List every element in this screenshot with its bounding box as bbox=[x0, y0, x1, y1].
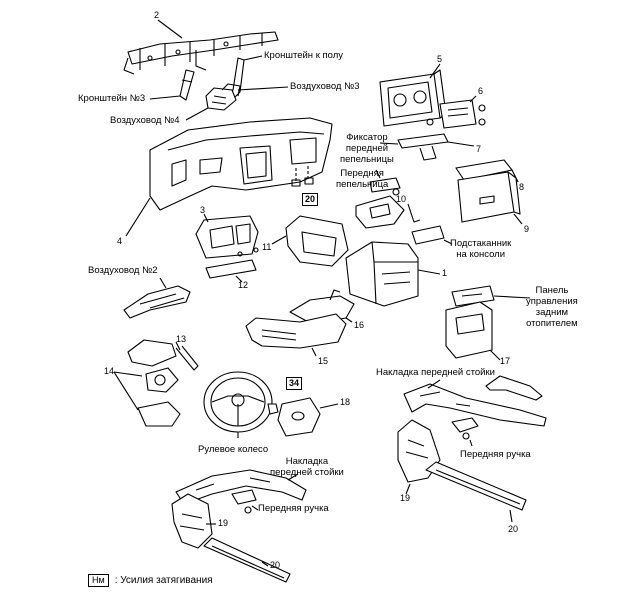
label-floor-bracket: Кронштейн к полу bbox=[264, 50, 343, 61]
part-console-upper bbox=[355, 188, 421, 229]
part-lower-trim bbox=[205, 259, 257, 283]
part-console-box bbox=[345, 241, 441, 307]
part-number: 12 bbox=[238, 280, 249, 290]
part-kick-panel-left bbox=[171, 493, 216, 549]
part-pillar-trim-left bbox=[175, 469, 307, 505]
label-rear-heater-panel: Панель управления задним отопителем bbox=[526, 285, 578, 329]
label-console-cupholder: Подстаканник на консоли bbox=[450, 238, 512, 260]
label-duct-4: Воздуховод №4 bbox=[110, 115, 180, 126]
part-pillar-trim-right bbox=[403, 375, 547, 427]
part-column-switch bbox=[127, 339, 199, 371]
part-number: 19 bbox=[400, 493, 411, 503]
part-number: 15 bbox=[318, 356, 329, 366]
part-scuff-plate-left bbox=[203, 537, 291, 583]
part-front-handle-left bbox=[231, 489, 259, 514]
part-number: 13 bbox=[176, 334, 187, 344]
part-scuff-plate-right bbox=[425, 461, 527, 523]
label-steering-wheel: Рулевое колесо bbox=[198, 444, 269, 455]
part-front-handle-right bbox=[451, 417, 479, 447]
part-rear-console-panel bbox=[445, 301, 501, 361]
part-number: 11 bbox=[262, 242, 272, 252]
part-front-ashtray bbox=[369, 169, 401, 193]
part-number: 19 bbox=[218, 518, 229, 528]
part-cross-beam bbox=[123, 19, 279, 75]
part-nut bbox=[267, 403, 279, 415]
part-airbag bbox=[277, 397, 339, 437]
legend: Нм : Усилия затягивания bbox=[88, 574, 213, 587]
part-duct-2 bbox=[123, 277, 191, 319]
torque-value-box: 20 bbox=[302, 193, 319, 206]
part-kick-panel-right bbox=[397, 419, 441, 495]
part-number: 5 bbox=[437, 54, 443, 64]
part-cluster-hood bbox=[195, 213, 259, 259]
torque-value-box: 34 bbox=[286, 377, 303, 390]
label-duct-2: Воздуховод №2 bbox=[88, 265, 158, 276]
part-steering-wheel bbox=[203, 371, 273, 438]
label-front-handle-left: Передняя ручка bbox=[258, 503, 329, 514]
part-number: 1 bbox=[442, 268, 448, 278]
part-number: 20 bbox=[508, 524, 519, 534]
part-number: 6 bbox=[478, 86, 484, 96]
part-column-cover bbox=[113, 367, 181, 427]
part-duct-3-and-4 bbox=[185, 83, 289, 121]
label-pillar-trim-right: Накладка передней стойки bbox=[376, 367, 495, 378]
part-number: 20 bbox=[270, 560, 281, 570]
part-number: 16 bbox=[354, 320, 365, 330]
label-bracket-3: Кронштейн №3 bbox=[78, 93, 146, 104]
legend-key: Нм bbox=[88, 574, 109, 587]
part-audio-unit bbox=[379, 63, 447, 127]
label-front-ashtray: Передняя пепельница bbox=[336, 168, 389, 190]
label-pillar-trim-left: Накладка передней стойки bbox=[270, 456, 344, 478]
part-number: 17 bbox=[500, 356, 511, 366]
part-bolts bbox=[291, 166, 314, 187]
part-rear-heater-control bbox=[451, 285, 531, 307]
part-ashtray-lock bbox=[379, 133, 475, 161]
label-duct-3: Воздуховод №3 bbox=[290, 81, 360, 92]
part-number: 14 bbox=[104, 366, 115, 376]
part-cover bbox=[455, 159, 519, 183]
part-number: 8 bbox=[519, 182, 525, 192]
part-number: 18 bbox=[340, 397, 351, 407]
part-number: 3 bbox=[200, 205, 206, 215]
part-knee-panel bbox=[245, 313, 347, 357]
part-number: 9 bbox=[524, 224, 530, 234]
part-lower-panel bbox=[271, 215, 349, 267]
label-front-handle-right: Передняя ручка bbox=[460, 449, 531, 460]
part-number: 4 bbox=[117, 236, 123, 246]
part-ac-control bbox=[426, 95, 486, 129]
part-glove-box bbox=[457, 171, 523, 225]
part-number: 7 bbox=[476, 144, 482, 154]
part-number: 2 bbox=[154, 10, 160, 20]
legend-text: : Усилия затягивания bbox=[114, 575, 213, 586]
part-bracket-3 bbox=[149, 69, 195, 101]
part-instrument-panel bbox=[125, 117, 333, 237]
part-cup-holder bbox=[411, 225, 453, 245]
part-number: 10 bbox=[396, 194, 407, 204]
label-ashtray-lock: Фиксатор передней пепельницы bbox=[340, 132, 394, 165]
